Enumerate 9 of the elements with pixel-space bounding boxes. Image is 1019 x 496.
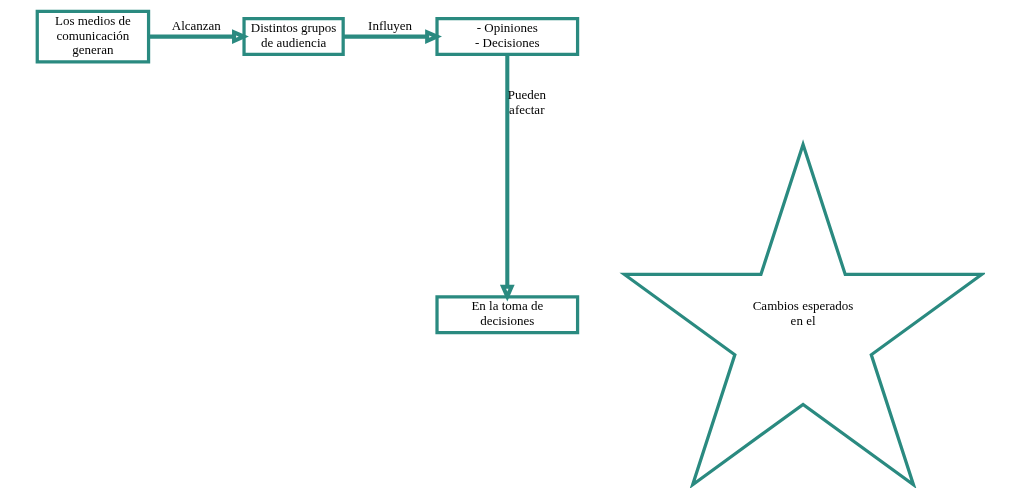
node-box: - Opiniones - Decisiones (435, 17, 580, 57)
edge-label: Alcanzan (171, 17, 221, 33)
arrow (148, 29, 249, 44)
arrow (343, 29, 442, 44)
edge-label: Influyen (368, 17, 413, 33)
node-box: Los medios de comunicación generan (35, 9, 151, 64)
arrow (499, 54, 515, 302)
node-box: En la toma de decisiones (435, 295, 580, 335)
node-box: Distintos grupos de audiencia (242, 17, 345, 57)
